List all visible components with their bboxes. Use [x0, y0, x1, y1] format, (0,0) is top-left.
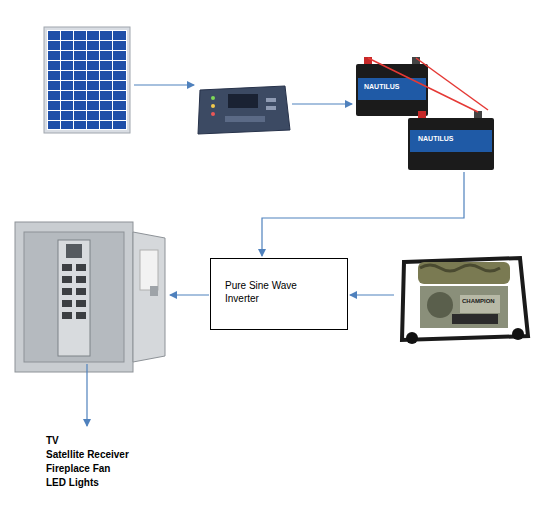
load-item: TV [46, 435, 59, 447]
charge-controller [198, 86, 290, 134]
load-item: Satellite Receiver [46, 449, 129, 461]
inverter-box: Pure Sine Wave Inverter [210, 258, 348, 330]
battery [356, 57, 428, 116]
generator [402, 258, 528, 344]
flow-arrow [87, 85, 464, 426]
breaker-panel [15, 222, 165, 372]
brand-text: NAUTILUS [364, 83, 399, 91]
node-text: Pure Sine Wave Inverter [225, 279, 311, 305]
battery [408, 111, 494, 170]
load-item: Fireplace Fan [46, 463, 110, 475]
brand-text: NAUTILUS [418, 135, 453, 143]
load-item: LED Lights [46, 477, 99, 489]
solar-panel [44, 27, 130, 133]
brand-text: CHAMPION [462, 298, 495, 305]
